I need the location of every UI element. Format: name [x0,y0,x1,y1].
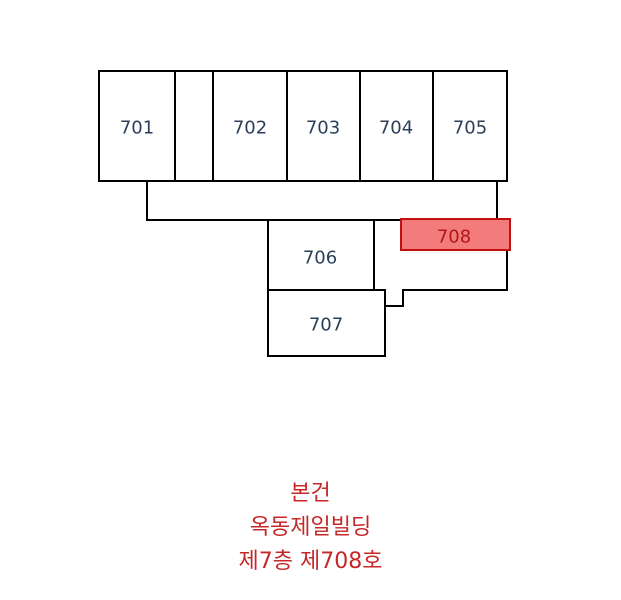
room-702[interactable]: 702 [212,70,288,182]
room-label-708: 708 [437,227,471,248]
room-705[interactable]: 705 [432,70,508,182]
corridor-outline [146,181,268,221]
room-701[interactable]: 701 [98,70,176,182]
room-label-707: 707 [309,315,343,336]
room-label-706: 706 [303,248,337,269]
room-label-701: 701 [120,118,154,139]
room-704[interactable]: 704 [359,70,434,182]
room-label-703: 703 [306,118,340,139]
room-706[interactable]: 706 [267,219,375,291]
caption-main-building: 본건 [290,481,331,506]
room-703[interactable]: 703 [286,70,361,182]
room-708[interactable]: 708 [400,218,511,251]
room-707[interactable]: 707 [267,289,386,357]
caption-building-name: 옥동제일빌딩 [249,515,372,540]
room-label-704: 704 [379,118,413,139]
room-label-702: 702 [233,118,267,139]
room-label-705: 705 [453,118,487,139]
caption-unit: 제7층 제708호 [238,549,383,574]
